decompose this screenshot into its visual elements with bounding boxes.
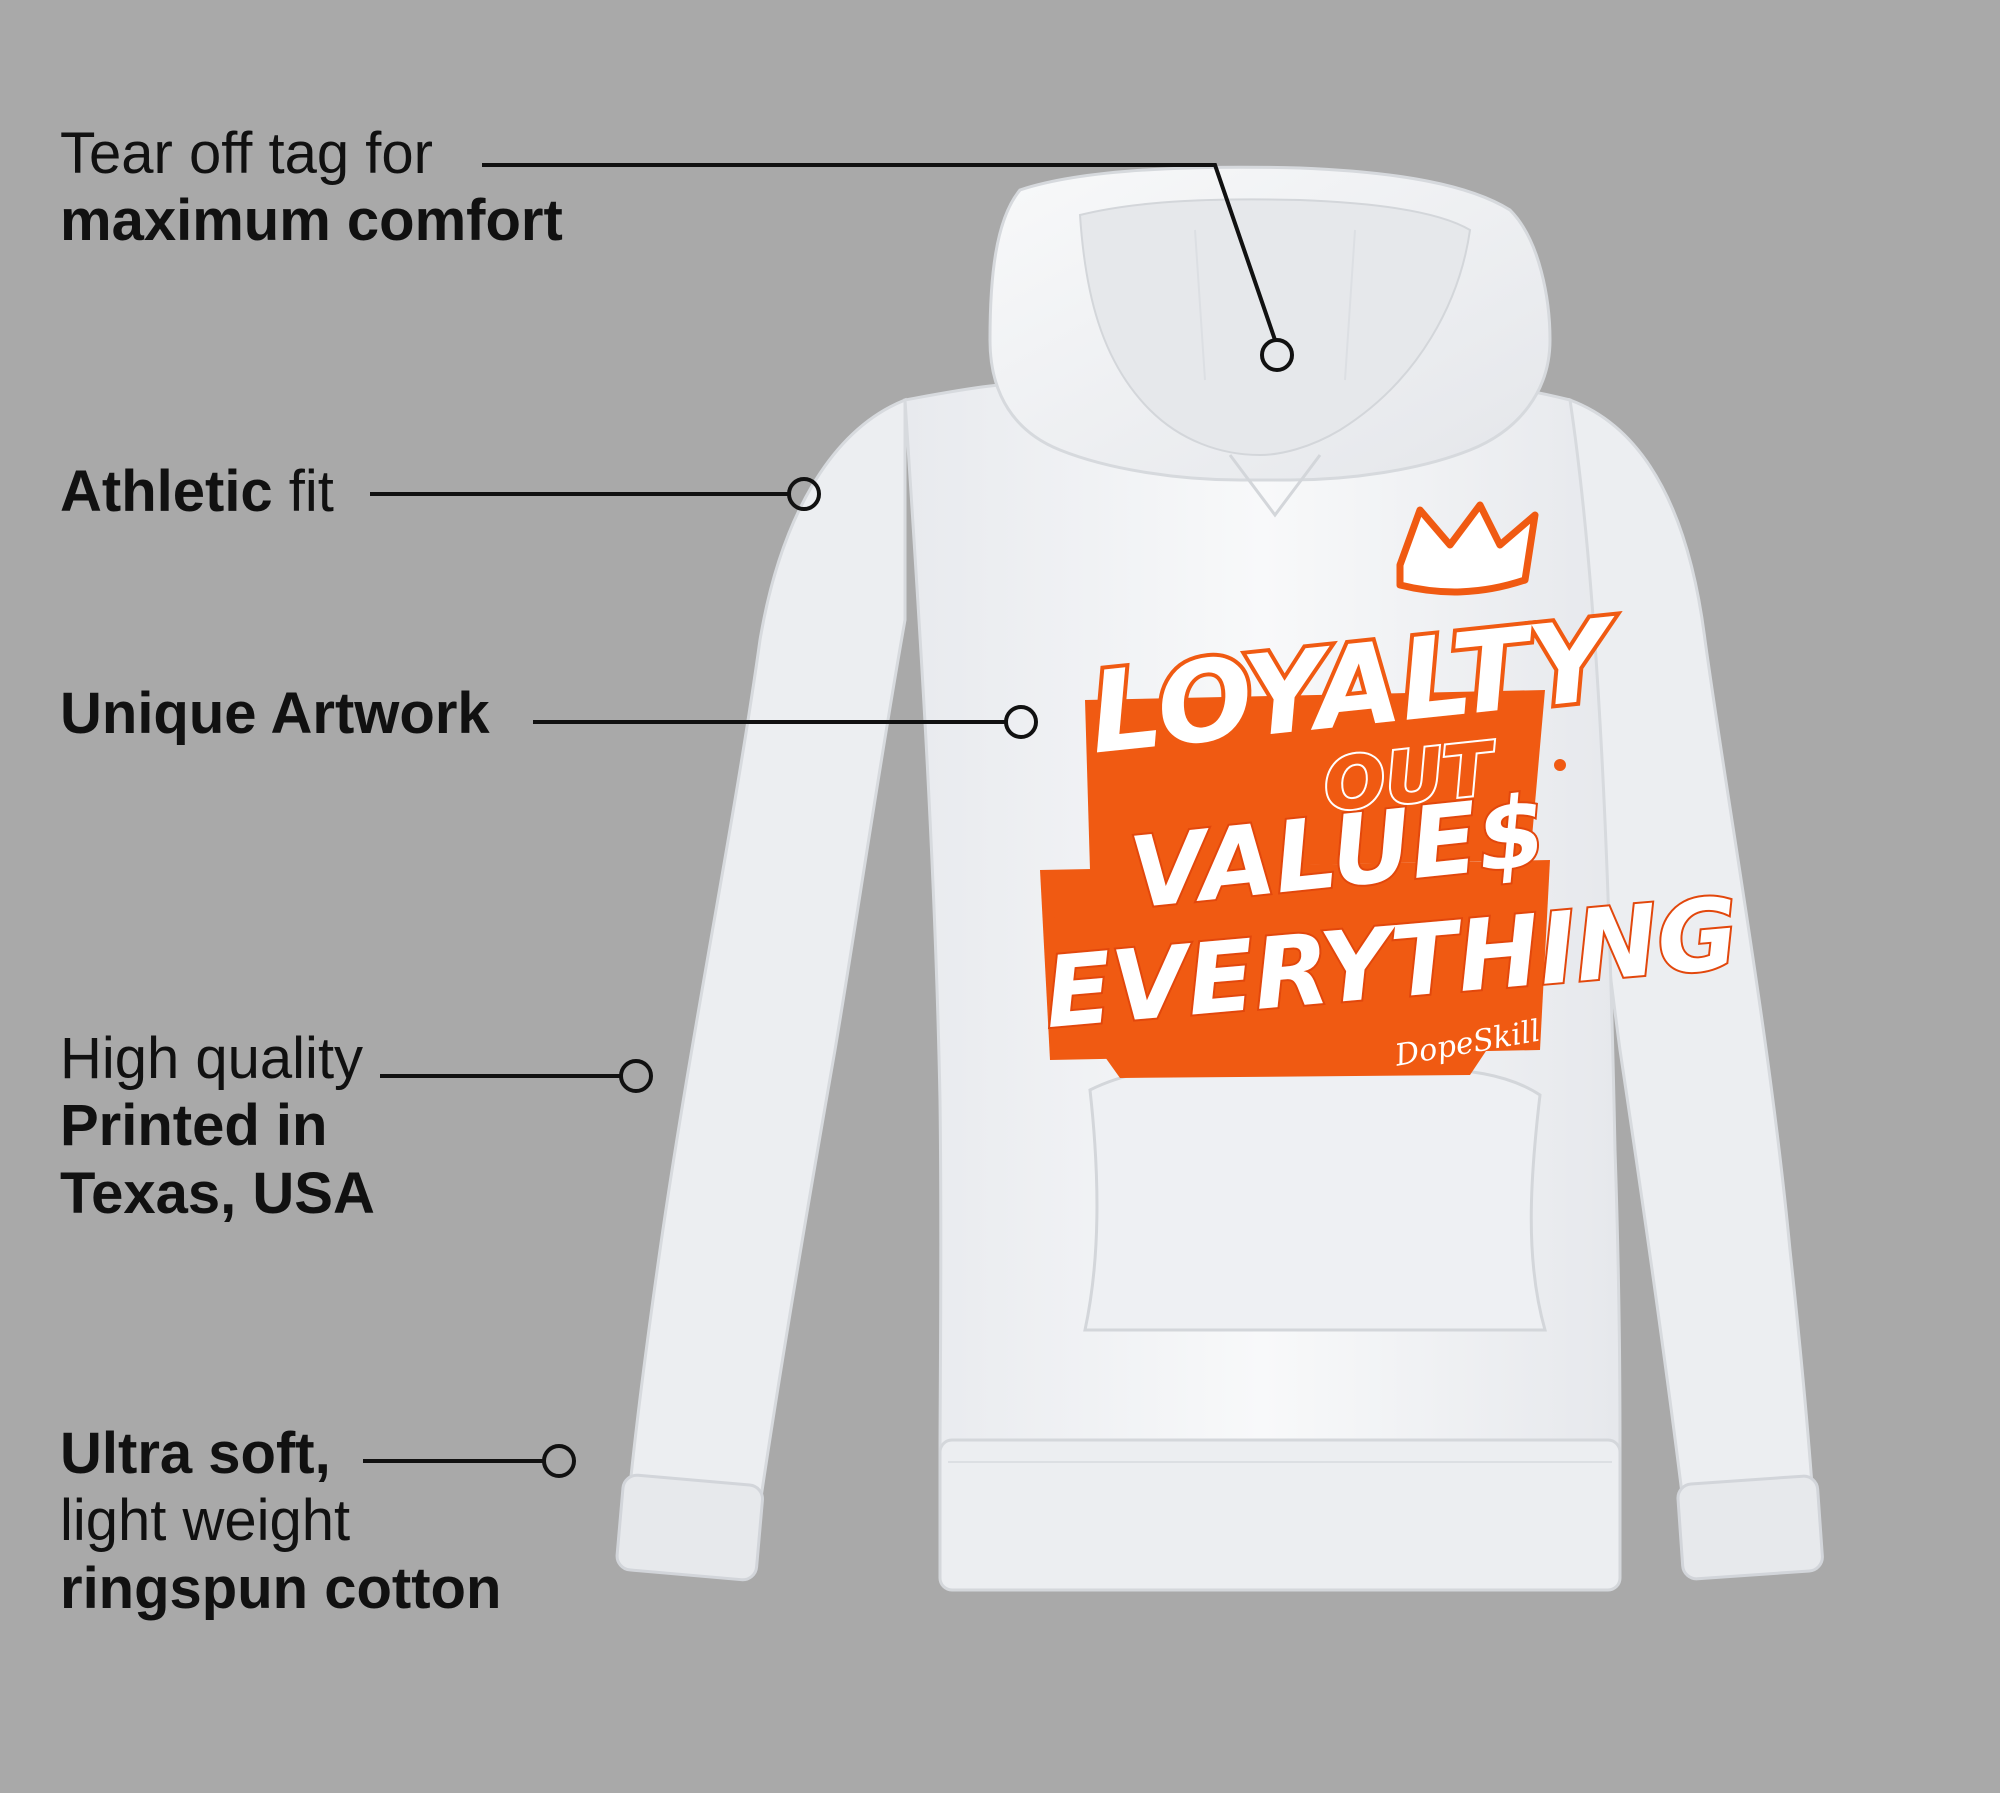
- callout-tag-text: Tear off tag for: [60, 121, 433, 186]
- callout-athletic-fit: Athletic fit: [60, 458, 334, 525]
- callout-fit-text: fit: [272, 459, 334, 524]
- callout-soft-bold-last: ringspun cotton: [60, 1555, 502, 1621]
- callout-dot-quality: [619, 1059, 653, 1093]
- callout-fit-bold: Athletic: [60, 459, 273, 524]
- paint-splash-top: [1085, 690, 1545, 870]
- hood-opening: [1078, 198, 1472, 457]
- left-cuff: [615, 1473, 764, 1582]
- callout-line-tag: [482, 163, 1277, 341]
- callout-soft-bold: Ultra soft,: [60, 1421, 331, 1486]
- callout-quality-bold-2: Texas, USA: [60, 1160, 375, 1226]
- callout-dot-tag: [1260, 338, 1294, 372]
- callout-dot-artwork: [1004, 705, 1038, 739]
- art-word-out: OUT: [1320, 726, 1502, 828]
- callout-high-quality: High quality Printed in Texas, USA: [60, 1025, 375, 1227]
- callout-ultra-soft: Ultra soft, light weight ringspun cotton: [60, 1420, 501, 1622]
- callout-tear-off-tag: Tear off tag for maximum comfort: [60, 120, 563, 255]
- kangaroo-pocket: [1083, 1067, 1547, 1332]
- paint-splash-bottom: [1040, 860, 1550, 1060]
- waistband: [938, 1438, 1622, 1592]
- callout-unique-artwork: Unique Artwork: [60, 680, 490, 747]
- callout-quality-bold-1: Printed in: [60, 1093, 328, 1159]
- callout-soft-text: light weight: [60, 1488, 351, 1554]
- unique-artwork-graphic: LOYALTY OUT VALUE$ EVERYTHING DopeSkill: [1038, 501, 1745, 1078]
- left-sleeve: [624, 397, 907, 1562]
- callout-dot-soft: [542, 1444, 576, 1478]
- callout-tag-bold: maximum comfort: [60, 188, 563, 254]
- callout-lines: [363, 163, 1294, 1478]
- callout-quality-text: High quality: [60, 1026, 364, 1091]
- crown-icon: [1396, 501, 1539, 596]
- right-cuff: [1676, 1474, 1824, 1581]
- callout-dot-fit: [787, 477, 821, 511]
- callout-artwork-bold: Unique Artwork: [60, 681, 490, 746]
